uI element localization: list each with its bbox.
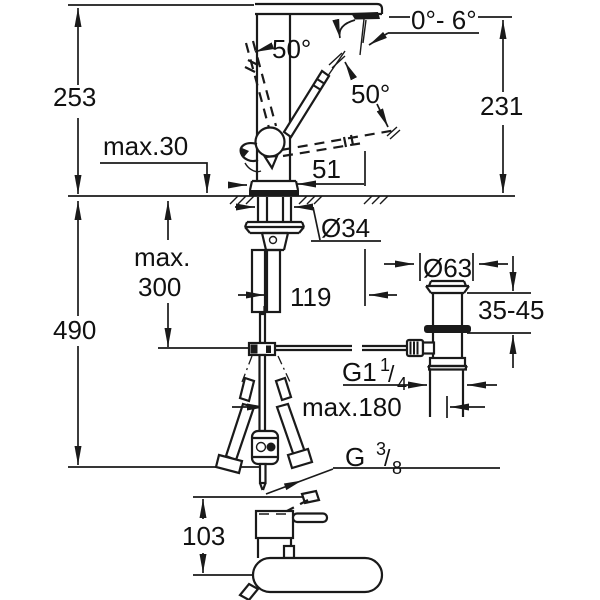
dim-g38-denominator: 8 — [392, 458, 402, 478]
dim-231-label: 231 — [480, 91, 523, 121]
handle-hook — [239, 142, 259, 163]
hose-left-upper — [250, 248, 267, 314]
dim-50deg-front-label: 50° — [351, 79, 390, 109]
side-view-body — [238, 489, 384, 600]
supply-hoses — [214, 248, 314, 475]
hose-right-upper — [265, 248, 282, 314]
dim-g114-numerator: 1 — [380, 355, 390, 375]
dim-103-label: 103 — [182, 521, 225, 551]
faucet-handle — [239, 40, 401, 173]
outlet-stub — [238, 582, 260, 600]
spray-stream-line — [359, 18, 367, 56]
pop-up-waste — [405, 279, 471, 417]
hose-left-lower — [224, 402, 256, 462]
aerator — [351, 12, 380, 20]
waste-thread — [428, 356, 467, 368]
base-gasket — [249, 190, 299, 196]
dim-max300-label-1: max. — [134, 242, 190, 272]
cartridge-block — [254, 509, 295, 540]
dim-50deg-back-label: 50° — [272, 34, 311, 64]
handle-position-down — [280, 128, 397, 158]
body-barrel — [251, 556, 384, 594]
waste-seal-ring — [424, 325, 471, 333]
pop-up-rod-assembly — [241, 306, 407, 491]
handle-ball-joint — [254, 126, 286, 158]
dim-g114-denominator: 4 — [397, 374, 407, 394]
dimension-lines — [68, 4, 531, 576]
dim-dia34-label: Ø34 — [321, 213, 370, 243]
dim-g38-numerator: 3 — [376, 439, 386, 459]
faucet-body — [248, 2, 384, 196]
dim-g114-slash: / — [388, 361, 395, 387]
dim-max180-label: max.180 — [302, 392, 402, 422]
dimension-labels: 253 max.30 50° 50° 0°- 6° 231 51 Ø34 max… — [53, 5, 545, 551]
handle-position-back — [244, 40, 278, 129]
dim-g114-label: G1 — [342, 357, 377, 387]
horizontal-rod — [275, 344, 407, 352]
dim-35-45-label: 35-45 — [478, 295, 545, 325]
hose-right-nut — [286, 447, 314, 470]
dim-0-6deg-label: 0°- 6° — [411, 5, 477, 35]
hose-left-nut — [214, 453, 244, 475]
dim-253-label: 253 — [53, 82, 96, 112]
dim-max30-label: max.30 — [103, 131, 188, 161]
dim-max300-label-2: 300 — [138, 272, 181, 302]
dim-dia63-label: Ø63 — [423, 253, 472, 283]
dim-119-label: 119 — [290, 282, 331, 312]
deck-section-hatching — [229, 195, 389, 205]
rod-pin — [291, 512, 329, 524]
dim-g38-slash: / — [384, 445, 391, 471]
mounting-shank — [243, 197, 306, 252]
dim-51-label: 51 — [312, 154, 341, 184]
dim-490-label: 490 — [53, 315, 96, 345]
dim-g38-label: G — [345, 442, 365, 472]
